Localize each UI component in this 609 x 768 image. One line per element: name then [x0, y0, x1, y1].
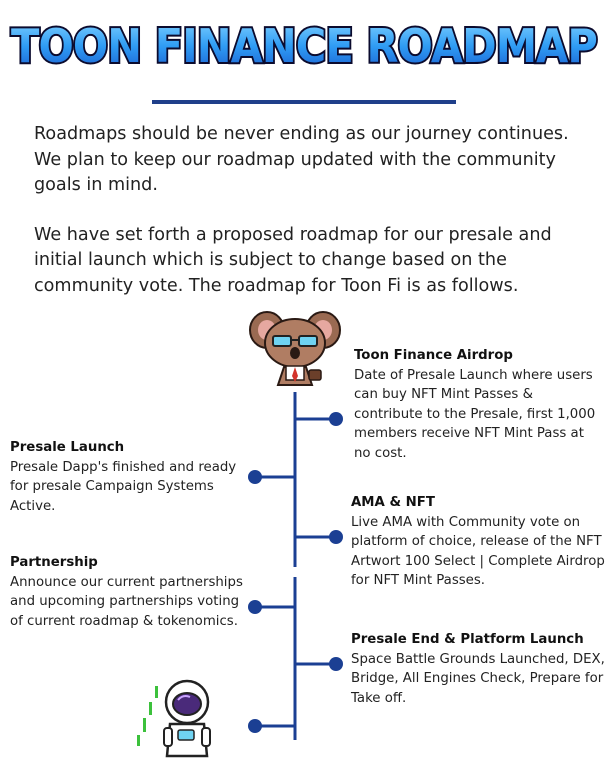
roadmap-item-title: Presale Launch [10, 440, 125, 455]
rising-chart-icon [137, 686, 158, 746]
roadmap-item-launch: Presale End & Platform Launch Space Batt… [351, 630, 606, 708]
roadmap-item-title: Partnership [10, 555, 98, 570]
timeline-node-presale [248, 470, 262, 484]
koala-mascot-icon [249, 311, 341, 386]
roadmap-item-title: AMA & NFT [351, 495, 435, 510]
roadmap-item-title: Presale End & Platform Launch [351, 632, 584, 647]
timeline-node-final [248, 719, 262, 733]
roadmap-item-airdrop: Toon Finance Airdrop Date of Presale Lau… [354, 346, 604, 463]
roadmap-item-body: Date of Presale Launch where users can b… [354, 367, 596, 461]
page-title: TOON FINANCE ROADMAP [0, 6, 609, 76]
roadmap-item-title: Toon Finance Airdrop [354, 348, 513, 363]
page-title-text: TOON FINANCE ROADMAP [11, 19, 597, 73]
intro-paragraph-2: We have set forth a proposed roadmap for… [34, 224, 552, 296]
timeline-node-airdrop [329, 412, 343, 426]
roadmap-item-body: Presale Dapp's finished and ready for pr… [10, 459, 237, 514]
roadmap-item-ama: AMA & NFT Live AMA with Community vote o… [351, 493, 606, 591]
astronaut-mascot-icon [163, 679, 211, 758]
intro-text: Roadmaps should be never ending as our j… [34, 122, 594, 299]
roadmap-item-body: Announce our current partnerships and up… [10, 574, 243, 629]
timeline-node-partnership [248, 600, 262, 614]
roadmap-item-body: Space Battle Grounds Launched, DEX, Brid… [351, 651, 605, 706]
title-divider [152, 100, 456, 104]
roadmap-item-presale: Presale Launch Presale Dapp's finished a… [10, 438, 250, 516]
timeline-node-end [329, 657, 343, 671]
roadmap-item-partnership: Partnership Announce our current partner… [10, 553, 245, 631]
roadmap-item-body: Live AMA with Community vote on platform… [351, 514, 605, 589]
intro-paragraph-1: Roadmaps should be never ending as our j… [34, 124, 569, 195]
timeline-node-ama [329, 530, 343, 544]
